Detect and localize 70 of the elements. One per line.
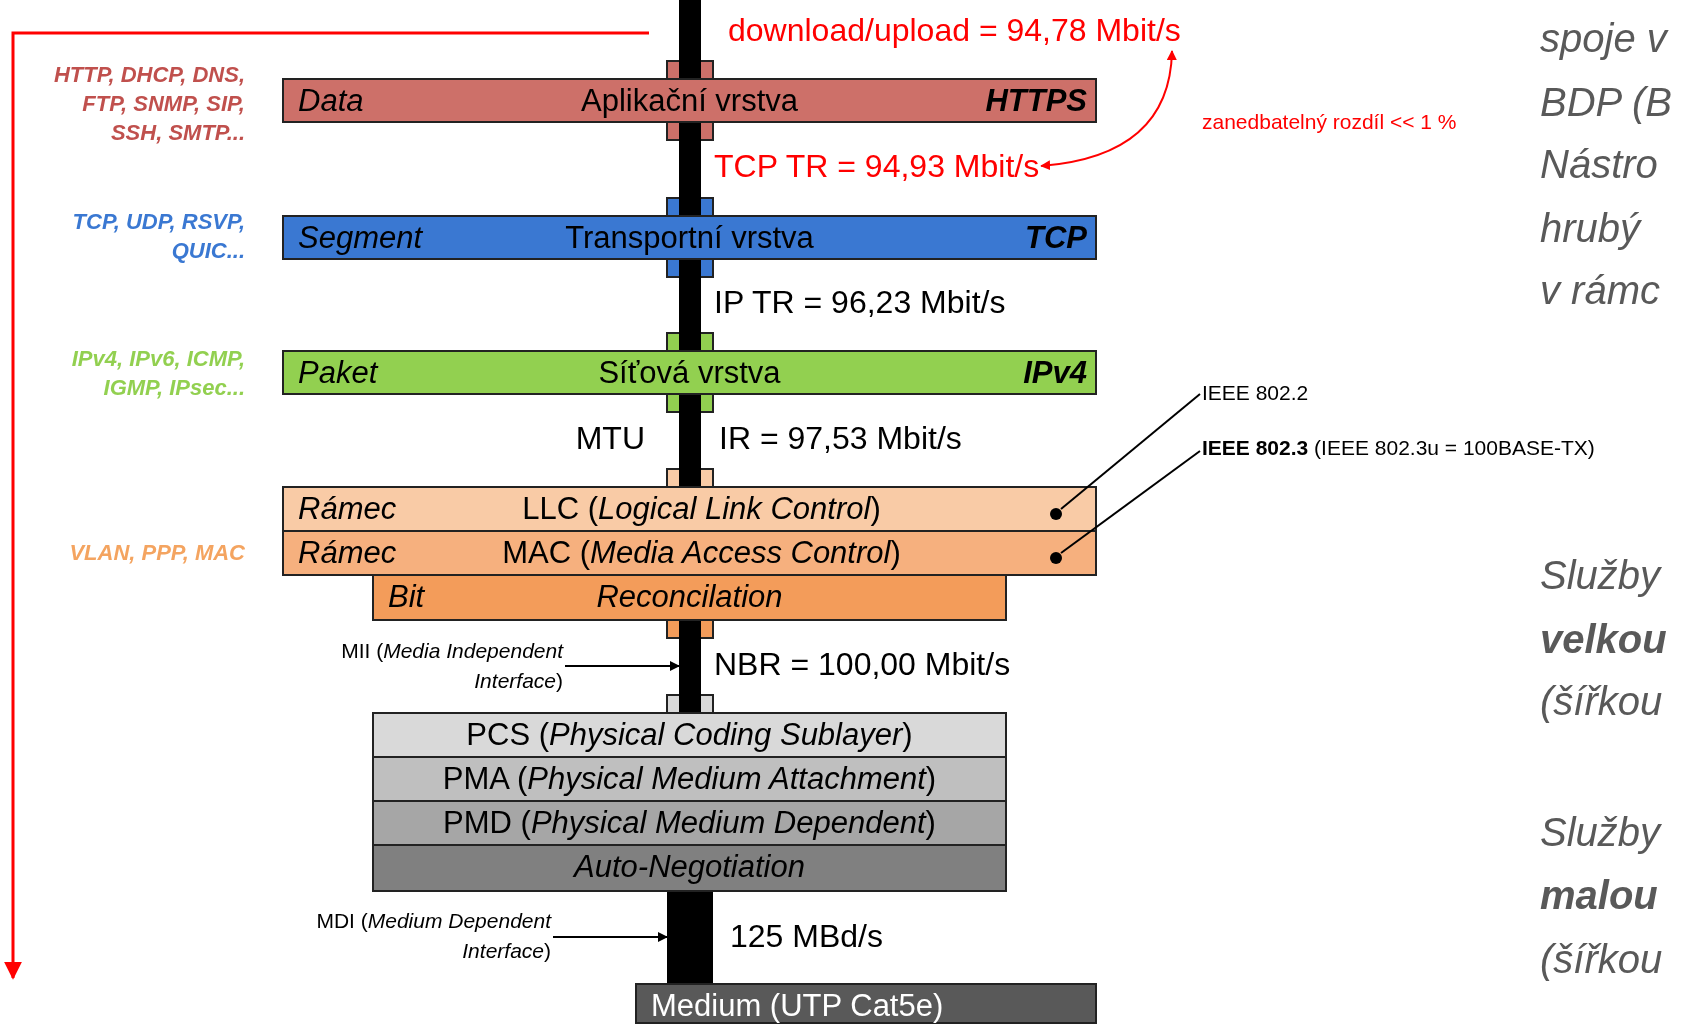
layer-text: IPv4 (1023, 354, 1087, 392)
interface-label: MII (Media Independent Interface) (293, 636, 563, 696)
note-text: (šířkou (1540, 679, 1663, 724)
medium-bar (635, 983, 1097, 1024)
rate-text: TCP TR = 94,93 Mbit/s (714, 148, 1040, 185)
layer-bar (282, 350, 1097, 395)
layer-text: PCS (Physical Coding Sublayer) (466, 716, 913, 754)
sublayer-bar (372, 844, 1007, 892)
rate-text: MTU (575, 420, 645, 457)
layer-bar (282, 78, 1097, 123)
sublayer-bar (372, 800, 1007, 846)
bus-line (679, 123, 701, 215)
protocol-list: VLAN, PPP, MAC (30, 538, 245, 567)
rate-text: IP TR = 96,23 Mbit/s (714, 284, 1006, 321)
bus-line (679, 621, 701, 712)
layer-text: TCP (1025, 219, 1087, 257)
arrow (552, 932, 668, 942)
layer-text: Auto-Negotiation (574, 848, 805, 886)
layer-bar (282, 215, 1097, 260)
note-text: v rámc (1540, 268, 1660, 313)
protocol-list: TCP, UDP, RSVP, QUIC... (30, 207, 245, 265)
layer-text: MAC (Media Access Control) (502, 534, 901, 572)
layer-text: LLC (Logical Link Control) (522, 490, 881, 528)
standard-label: IEEE 802.3 (IEEE 802.3u = 100BASE-TX) (1202, 436, 1595, 460)
note-text: Služby (1540, 810, 1661, 855)
bus-line (667, 892, 713, 983)
note-text: (šířkou (1540, 937, 1663, 982)
bus-line (679, 0, 701, 78)
sublayer-bar (372, 756, 1007, 802)
layer-text: PMA (Physical Medium Attachment) (442, 760, 937, 798)
sublayer-bar (282, 530, 1097, 576)
leader-line (1060, 393, 1201, 510)
note-text: BDP (B (1540, 80, 1672, 125)
note-text: Nástro (1540, 142, 1658, 187)
layer-text: Medium (UTP Cat5e) (651, 987, 944, 1024)
layer-text: Paket (298, 354, 378, 392)
layer-text: Reconcilation (596, 578, 783, 616)
protocol-list: IPv4, IPv6, ICMP, IGMP, IPsec... (30, 344, 245, 402)
layer-text: Segment (298, 219, 423, 257)
standard-label: IEEE 802.2 (1202, 381, 1309, 405)
sublayer-bar (372, 712, 1007, 758)
note-text: malou (1540, 873, 1658, 918)
layer-text: HTTPS (985, 82, 1087, 120)
bus-line (679, 260, 701, 350)
layer-text: Rámec (298, 534, 397, 572)
arrow (564, 661, 680, 671)
note-text: hrubý (1540, 206, 1641, 251)
layer-text: Transportní vrstva (565, 219, 814, 257)
arrow (1040, 50, 1177, 170)
layer-text: Data (298, 82, 364, 120)
bus-line (679, 395, 701, 486)
layer-text: Síťová vrstva (598, 354, 781, 392)
layer-text: Rámec (298, 490, 397, 528)
rate-text: NBR = 100,00 Mbit/s (714, 646, 1011, 683)
dot-marker (1050, 552, 1062, 564)
sublayer-bar (282, 486, 1097, 532)
interface-label: MDI (Medium Dependent Interface) (291, 906, 551, 966)
leader-line (1060, 450, 1201, 554)
rate-text: IR = 97,53 Mbit/s (719, 420, 962, 457)
dot-marker (1050, 508, 1062, 520)
layer-text: Aplikační vrstva (580, 82, 799, 120)
note-text: spoje v (1540, 16, 1667, 61)
note-text: Služby (1540, 553, 1661, 598)
rate-text: 125 MBd/s (730, 918, 883, 955)
rate-text: download/upload = 94,78 Mbit/s (728, 12, 1181, 49)
sublayer-bar (372, 574, 1007, 621)
layer-text: PMD (Physical Medium Dependent) (443, 804, 936, 842)
note-text: velkou (1540, 617, 1667, 662)
protocol-list: HTTP, DHCP, DNS, FTP, SNMP, SIP, SSH, SMTP... (30, 60, 245, 147)
layer-text: Bit (388, 578, 425, 616)
